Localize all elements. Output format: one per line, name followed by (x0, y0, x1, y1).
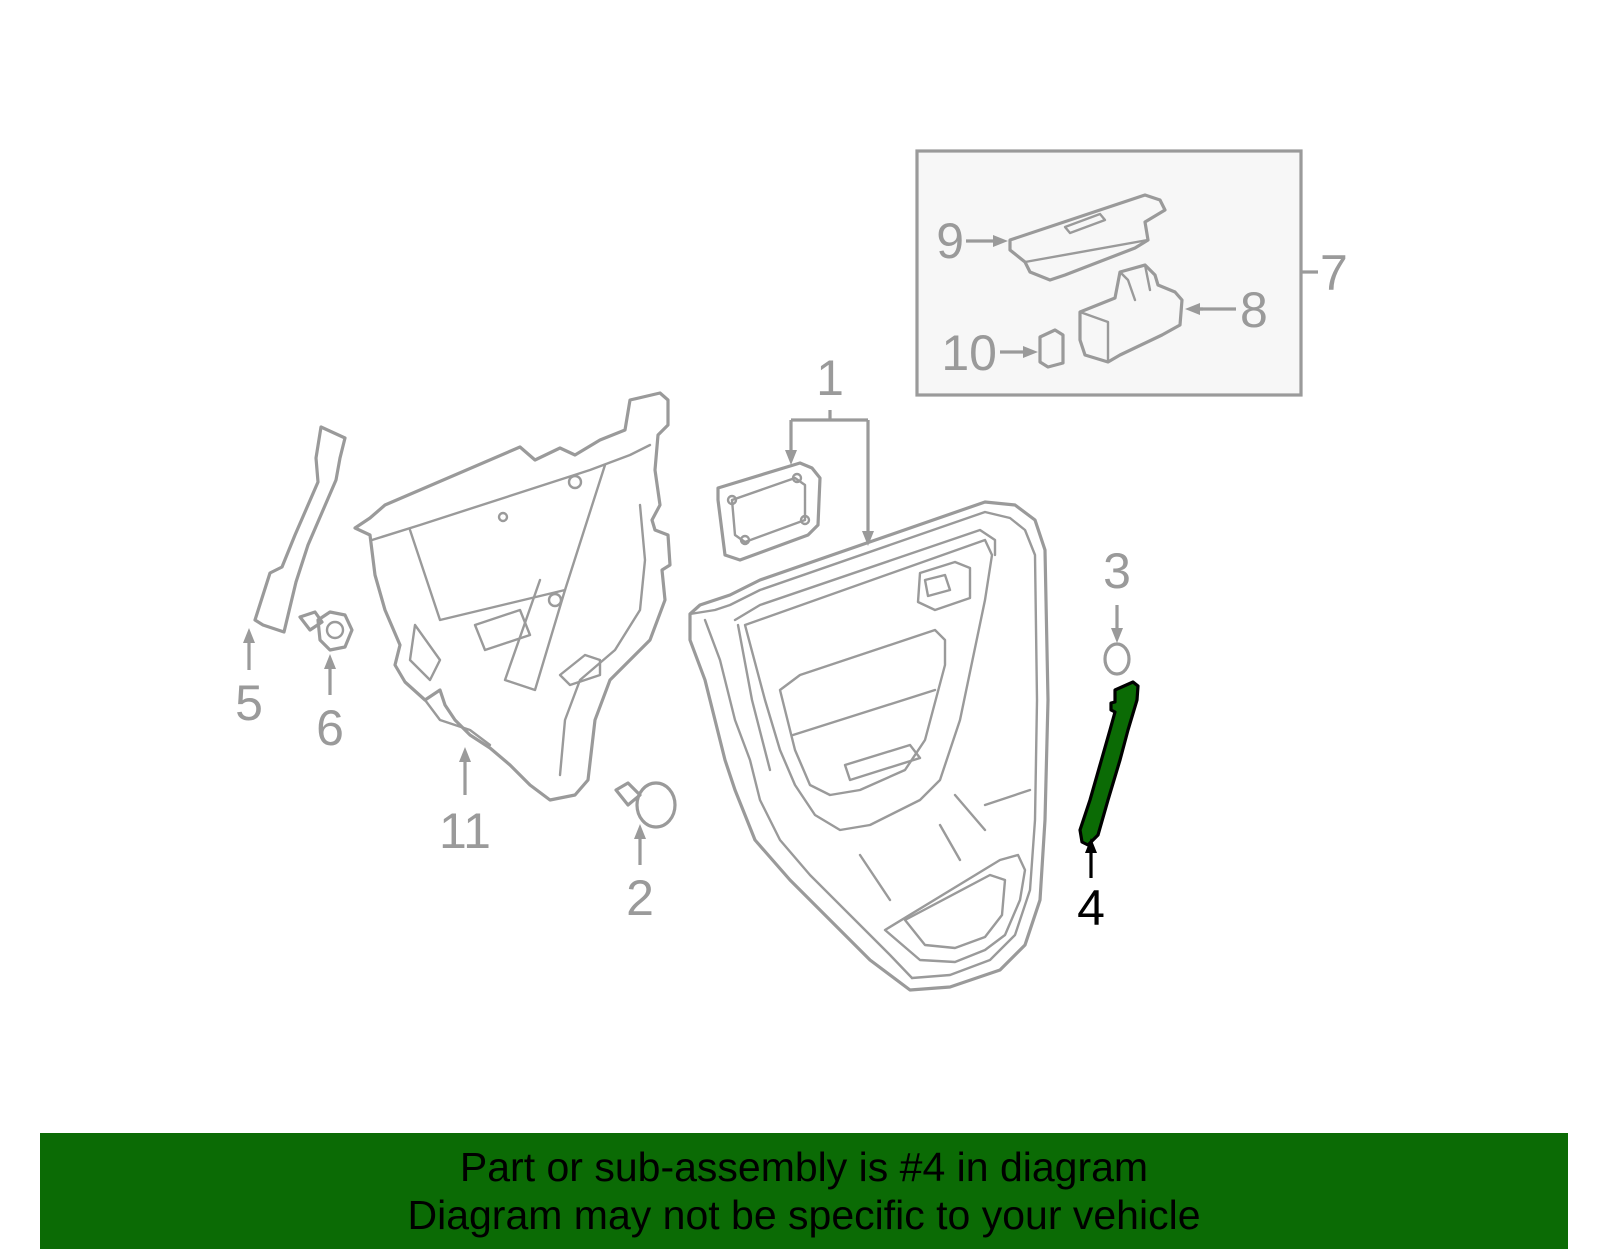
part-1-door-trim-panel (688, 500, 1050, 992)
leader-2 (634, 824, 646, 865)
callout-8: 8 (1240, 282, 1268, 338)
callout-1: 1 (816, 350, 844, 406)
leader-11 (459, 747, 471, 795)
callout-3: 3 (1103, 543, 1131, 599)
part-5-bracket (253, 425, 347, 634)
banner-line-part-number: Part or sub-assembly is #4 in diagram (459, 1144, 1149, 1190)
banner-line-disclaimer: Diagram may not be specific to your vehi… (407, 1192, 1201, 1238)
leader-5 (243, 628, 255, 670)
part-6-bolt (298, 610, 354, 652)
callout-11: 11 (439, 803, 491, 859)
part-2-push-pin (614, 781, 677, 829)
callout-7: 7 (1320, 245, 1348, 301)
callout-9: 9 (936, 213, 964, 269)
info-banner: Part or sub-assembly is #4 in diagram Di… (40, 1133, 1568, 1249)
part-3-grommet (1103, 642, 1131, 676)
leader-1 (785, 410, 874, 546)
part-1-grille (716, 461, 822, 562)
part-11-door-shield (353, 391, 672, 802)
leader-10 (1000, 346, 1038, 358)
part-10-clip (1038, 328, 1065, 369)
leader-6 (324, 654, 336, 695)
leader-9 (966, 235, 1008, 247)
part-9-switch-bezel (1008, 193, 1167, 282)
callout-5: 5 (235, 675, 263, 731)
callout-2: 2 (626, 870, 654, 926)
callout-10: 10 (941, 325, 997, 381)
leader-3 (1111, 605, 1123, 643)
part-4-pull-handle (1078, 680, 1140, 847)
leader-4 (1085, 838, 1097, 878)
part-8-window-switch (1078, 263, 1184, 364)
callout-6: 6 (316, 700, 344, 756)
callout-4: 4 (1077, 880, 1105, 936)
leader-8 (1185, 303, 1236, 315)
